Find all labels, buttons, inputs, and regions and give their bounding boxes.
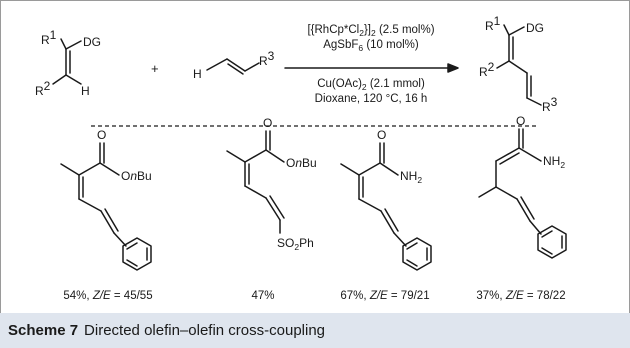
additive-line: AgSbF6 (10 mol%): [323, 39, 419, 53]
solvent-temperature-line: Dioxane, 120 °C, 16 h: [315, 93, 428, 105]
scheme-caption: Scheme 7 Directed olefin–olefin cross-cou…: [8, 322, 325, 339]
caption-label: Scheme 7: [8, 322, 79, 339]
product-4-structure: O NH2: [478, 114, 567, 259]
product-4-amide-group: NH2: [543, 154, 565, 170]
svg-text:37%, Z/E = 78/22: 37%, Z/E = 78/22: [476, 290, 565, 302]
substrate-alkene: R1 DG R2 H: [35, 28, 101, 98]
substrate-r2-label: R2: [35, 79, 51, 98]
svg-text:54%, Z/E = 45/55: 54%, Z/E = 45/55: [63, 290, 152, 302]
svg-text:47%: 47%: [251, 290, 274, 302]
product-1-carbonyl-o: O: [97, 128, 106, 142]
product-4-carbonyl-o: O: [516, 114, 525, 128]
oxidant-line: Cu(OAc)2 (2.1 mmol): [317, 78, 425, 92]
product-2-carbonyl-o: O: [263, 116, 272, 130]
product-r1-label: R1: [485, 14, 501, 33]
olefin-h-label: H: [193, 67, 202, 81]
plus-sign: +: [151, 61, 159, 76]
product-2-sulfonyl-group: SO2Ph: [277, 236, 314, 252]
scheme-graphic: R1 DG R2 H + H R3 [{Rh: [35, 14, 567, 302]
product-diene: R1 DG R2 R3: [479, 14, 558, 114]
product-dg-label: DG: [526, 21, 544, 35]
substrate-h-label: H: [81, 84, 90, 98]
product-3-structure: O NH2: [340, 128, 432, 271]
product-2-structure: O OnBu SO2Ph: [226, 116, 317, 252]
olefin-partner: H R3: [193, 49, 275, 81]
product-r3-label: R3: [542, 95, 558, 114]
product-1-ester-group: OnBu: [121, 169, 152, 183]
substrate-dg-label: DG: [83, 35, 101, 49]
product-3-carbonyl-o: O: [377, 128, 386, 142]
catalyst-line: [{RhCp*Cl2}]2 (2.5 mol%): [307, 24, 434, 38]
product-3-amide-group: NH2: [400, 169, 422, 185]
olefin-r3-label: R3: [259, 49, 275, 68]
product-1-structure: O OnBu: [60, 128, 152, 271]
product-1-yield: 54%, Z/E = 45/55: [63, 290, 152, 302]
reaction-arrow: [284, 63, 459, 73]
conditions-above: [{RhCp*Cl2}]2 (2.5 mol%) AgSbF6 (10 mol%…: [307, 24, 434, 53]
product-2-yield: 47%: [251, 290, 274, 302]
caption-text: Directed olefin–olefin cross-coupling: [84, 322, 326, 339]
product-4-yield: 37%, Z/E = 78/22: [476, 290, 565, 302]
caption-bar: Scheme 7 Directed olefin–olefin cross-cou…: [0, 313, 630, 348]
product-2-ester-group: OnBu: [286, 156, 317, 170]
product-3-yield: 67%, Z/E = 79/21: [340, 290, 429, 302]
conditions-below: Cu(OAc)2 (2.1 mmol) Dioxane, 120 °C, 16 …: [315, 78, 428, 105]
substrate-r1-label: R1: [41, 28, 57, 47]
product-r2-label: R2: [479, 60, 495, 79]
scheme-box: R1 DG R2 H + H R3 [{Rh: [0, 0, 630, 314]
svg-text:67%, Z/E = 79/21: 67%, Z/E = 79/21: [340, 290, 429, 302]
